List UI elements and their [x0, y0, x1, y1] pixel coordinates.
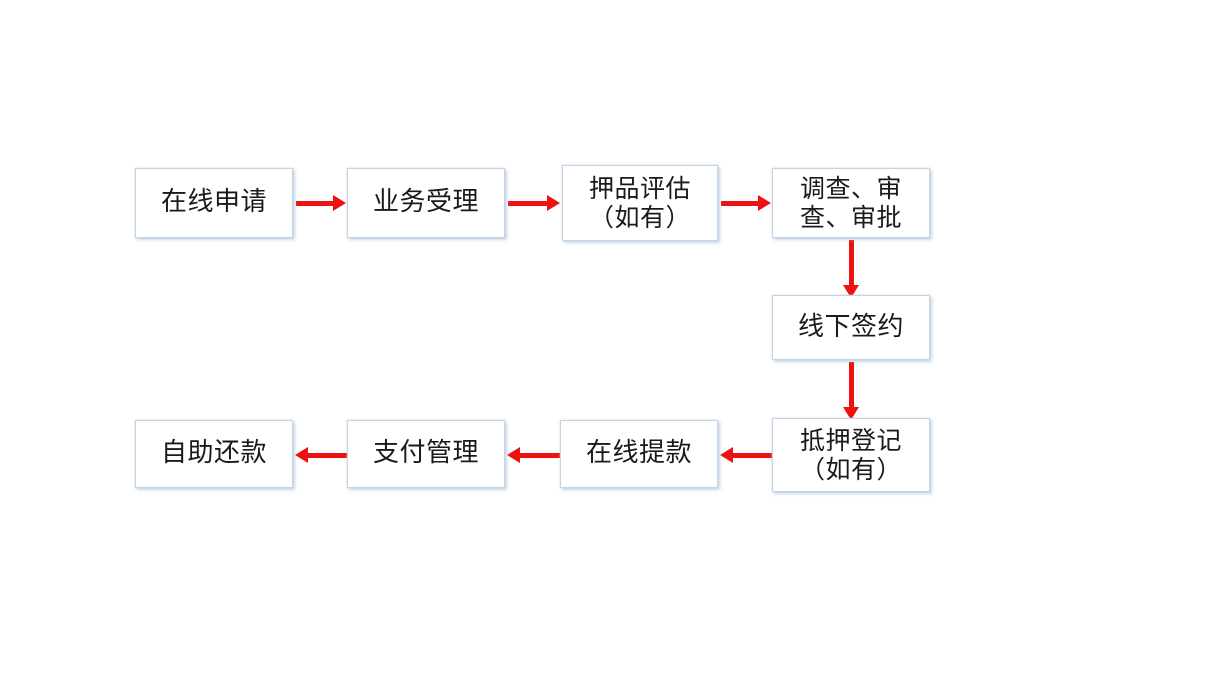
arrow-head-icon [507, 447, 520, 463]
arrow-signing-to-mortgage [843, 362, 859, 420]
flow-node-mortgage-registration[interactable]: 抵押登记 （如有） [772, 418, 930, 492]
arrow-head-icon [295, 447, 308, 463]
arrow-shaft [848, 240, 854, 288]
arrow-shaft [517, 452, 561, 458]
flow-node-label: 调查、审 查、审批 [799, 173, 902, 233]
arrow-head-icon [333, 195, 346, 211]
flow-node-payment-management[interactable]: 支付管理 [347, 420, 505, 488]
arrow-mortgage-to-withdrawal [720, 447, 772, 463]
flow-node-label: 在线提款 [585, 438, 692, 469]
flow-node-label: 支付管理 [372, 438, 479, 469]
arrow-appraisal-to-investigation [721, 195, 771, 211]
flow-node-label: 押品评估 （如有） [588, 173, 691, 233]
arrow-head-icon [843, 285, 859, 298]
arrow-shaft [305, 452, 348, 458]
arrow-shaft [848, 362, 854, 410]
arrow-head-icon [720, 447, 733, 463]
arrow-investigation-to-signing [843, 240, 859, 298]
flow-node-label: 业务受理 [372, 187, 479, 218]
arrow-application-to-acceptance [296, 195, 346, 211]
arrow-shaft [721, 200, 761, 206]
arrow-head-icon [547, 195, 560, 211]
flow-node-collateral-appraisal[interactable]: 押品评估 （如有） [562, 165, 718, 241]
arrow-shaft [730, 452, 772, 458]
flow-node-self-service-repayment[interactable]: 自助还款 [135, 420, 293, 488]
arrow-acceptance-to-appraisal [508, 195, 560, 211]
flow-node-label: 在线申请 [160, 187, 267, 218]
arrow-shaft [508, 200, 550, 206]
arrow-head-icon [758, 195, 771, 211]
arrow-withdrawal-to-payment [507, 447, 561, 463]
flow-node-investigation-review-approval[interactable]: 调查、审 查、审批 [772, 168, 930, 238]
flow-node-label: 抵押登记 （如有） [799, 425, 902, 485]
flow-node-online-application[interactable]: 在线申请 [135, 168, 293, 238]
arrow-shaft [296, 200, 336, 206]
flow-node-label: 线下签约 [797, 311, 904, 342]
flow-node-offline-signing[interactable]: 线下签约 [772, 295, 930, 360]
arrow-payment-to-repayment [295, 447, 348, 463]
flow-node-online-withdrawal[interactable]: 在线提款 [560, 420, 718, 488]
arrow-head-icon [843, 407, 859, 420]
flow-node-business-acceptance[interactable]: 业务受理 [347, 168, 505, 238]
flow-node-label: 自助还款 [160, 438, 267, 469]
